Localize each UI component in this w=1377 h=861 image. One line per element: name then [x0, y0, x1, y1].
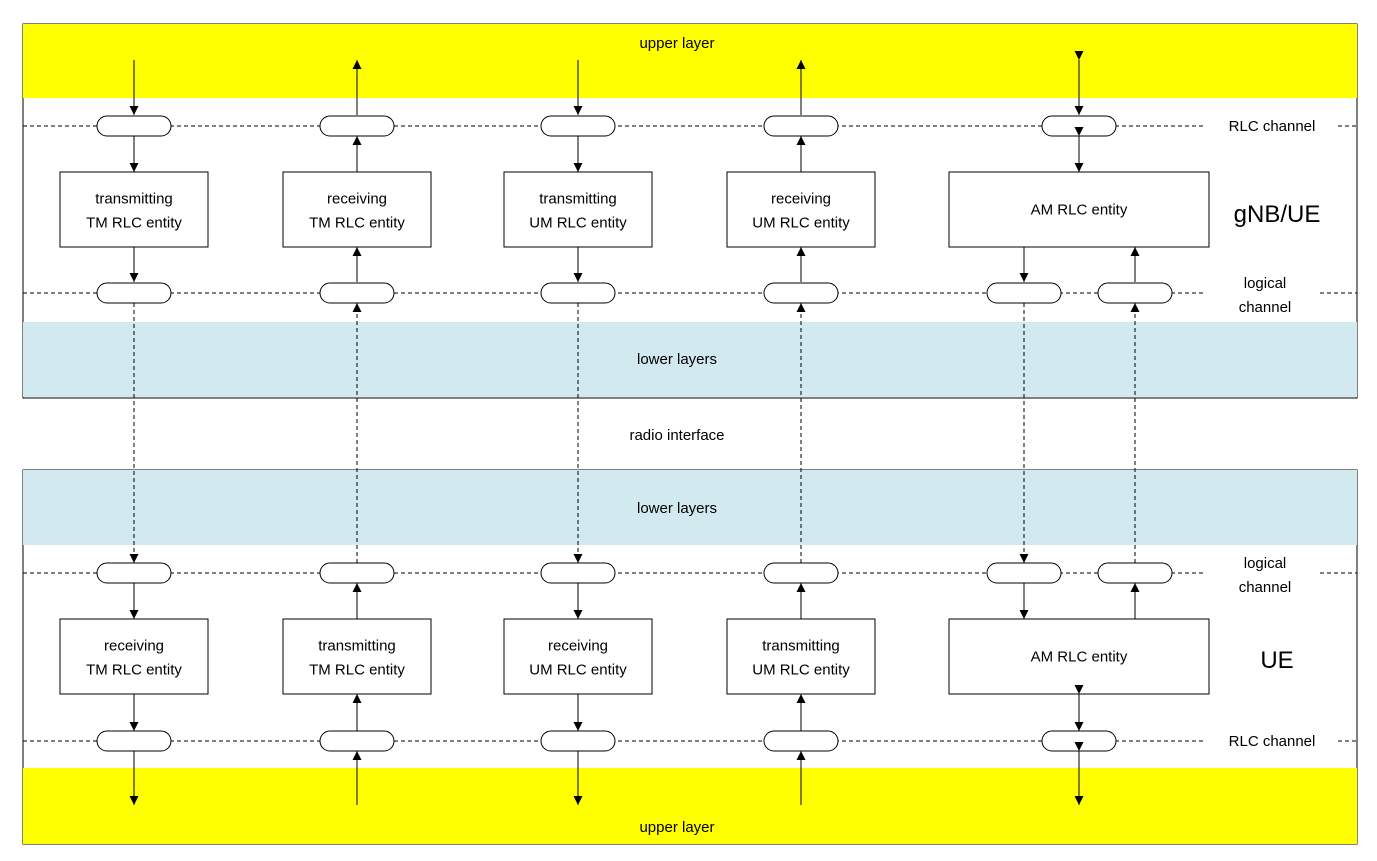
top-col1-rlc-sap: [96, 115, 172, 137]
bottom-col1-entity-box-label-2: TM RLC entity: [86, 662, 182, 679]
bottom-col2-entity-box-label-1: transmitting: [318, 638, 396, 655]
bottom-col2-logical-sap: [319, 562, 395, 584]
top-col4-entity-box: [726, 171, 876, 248]
top-lower-layers-label: lower layers: [637, 351, 717, 368]
top-col1-entity-box: [59, 171, 209, 248]
top-col2-entity-box: [282, 171, 432, 248]
bottom-col4-rlc-sap: [763, 730, 839, 752]
top-col4-logical-sap: [763, 282, 839, 304]
top-col3-rlc-sap: [540, 115, 616, 137]
bottom-col3-entity-box-label-2: UM RLC entity: [529, 662, 627, 679]
top-logical-channel-label-2: channel: [1239, 299, 1292, 316]
top-logical-channel-label-1: logical: [1244, 275, 1287, 292]
bottom-col1-entity-box: [59, 618, 209, 695]
bottom-col4-logical-sap: [763, 562, 839, 584]
top-am-rlc-sap: [1041, 115, 1117, 137]
bottom-col1-entity-box-label-1: receiving: [104, 638, 164, 655]
bottom-am-tx-logical-sap: [1097, 562, 1173, 584]
top-col1-entity-box-label-2: TM RLC entity: [86, 215, 182, 232]
bottom-col3-logical-sap: [540, 562, 616, 584]
top-col3-entity-box: [503, 171, 653, 248]
bottom-logical-channel-label-2: channel: [1239, 579, 1292, 596]
entity-layer: transmitting TM RLC entity receiving TM RLC…: [59, 51, 1210, 805]
top-col4-rlc-sap: [763, 115, 839, 137]
top-am-entity-box-label-1: AM RLC entity: [1031, 202, 1128, 219]
top-upper-layer-band: [23, 24, 1357, 98]
top-col4-entity-box-label-2: UM RLC entity: [752, 215, 850, 232]
bottom-node-label: UE: [1260, 647, 1293, 674]
bottom-upper-layer-band: [23, 768, 1357, 844]
bottom-col2-entity-box: [282, 618, 432, 695]
top-col1-entity-box-label-1: transmitting: [95, 191, 173, 208]
top-col3-entity-box-label-1: transmitting: [539, 191, 617, 208]
top-col2-entity-box-label-1: receiving: [327, 191, 387, 208]
top-rlc-channel-label: RLC channel: [1229, 118, 1316, 135]
bottom-col2-rlc-sap: [319, 730, 395, 752]
bottom-col1-logical-sap: [96, 562, 172, 584]
bottom-col3-entity-box-label-1: receiving: [548, 638, 608, 655]
top-node-label: gNB/UE: [1234, 201, 1321, 228]
top-am-rx-logical-sap: [1097, 282, 1173, 304]
radio-interface-label: radio interface: [629, 427, 724, 444]
top-col3-entity-box-label-2: UM RLC entity: [529, 215, 627, 232]
bottom-col3-rlc-sap: [540, 730, 616, 752]
bottom-col1-rlc-sap: [96, 730, 172, 752]
top-col3-logical-sap: [540, 282, 616, 304]
bottom-am-entity-box-label-1: AM RLC entity: [1031, 649, 1128, 666]
top-upper-layer-label: upper layer: [639, 35, 714, 52]
bottom-col4-entity-box-label-2: UM RLC entity: [752, 662, 850, 679]
bottom-col2-entity-box-label-2: TM RLC entity: [309, 662, 405, 679]
bottom-am-entity-box: [948, 618, 1210, 695]
bottom-am-rlc-sap: [1041, 730, 1117, 752]
top-col2-entity-box-label-2: TM RLC entity: [309, 215, 405, 232]
bottom-col3-entity-box: [503, 618, 653, 695]
top-am-entity-box: [948, 171, 1210, 248]
bottom-am-rx-logical-sap: [986, 562, 1062, 584]
bottom-lower-layers-label: lower layers: [637, 500, 717, 517]
bottom-rlc-channel-label: RLC channel: [1229, 733, 1316, 750]
top-col2-rlc-sap: [319, 115, 395, 137]
bottom-col4-entity-box: [726, 618, 876, 695]
bottom-logical-channel-label-1: logical: [1244, 555, 1287, 572]
top-am-tx-logical-sap: [986, 282, 1062, 304]
top-col4-entity-box-label-1: receiving: [771, 191, 831, 208]
top-col1-logical-sap: [96, 282, 172, 304]
bottom-col4-entity-box-label-1: transmitting: [762, 638, 840, 655]
bottom-upper-layer-label: upper layer: [639, 819, 714, 836]
top-col2-logical-sap: [319, 282, 395, 304]
